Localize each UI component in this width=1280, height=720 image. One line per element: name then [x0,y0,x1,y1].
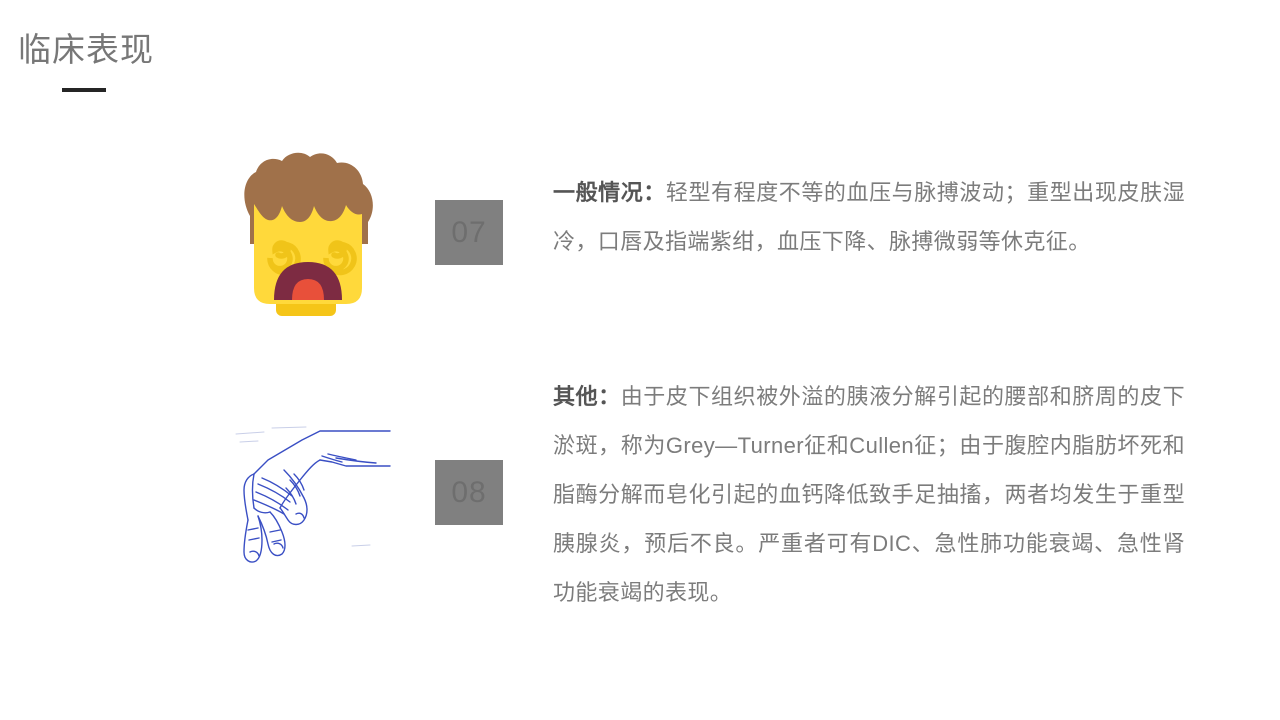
content-row-08: 08 其他：由于皮下组织被外溢的胰液分解引起的腰部和脐周的皮下淤斑，称为Grey… [0,360,1280,680]
item-paragraph-07: 一般情况：轻型有程度不等的血压与脉搏波动；重型出现皮肤湿冷，口唇及指端紫绀，血压… [553,168,1185,266]
item-paragraph-08: 其他：由于皮下组织被外溢的胰液分解引起的腰部和脐周的皮下淤斑，称为Grey—Tu… [553,372,1185,617]
item-number-badge-08: 08 [435,460,503,525]
item-number-label: 07 [451,215,487,249]
item-number-badge-07: 07 [435,200,503,265]
item-lead-label: 一般情况： [553,180,666,205]
page-title: 临床表现 [18,31,154,68]
item-lead-label: 其他： [553,384,621,409]
item-number-label: 08 [451,475,487,509]
obstetric-hand-drawing [224,418,392,568]
emoji-right-spiral-eye [323,240,357,276]
emoji-tongue [292,279,324,300]
item-body-text: 轻型有程度不等的血压与脉搏波动；重型出现皮肤湿冷，口唇及指端紫绀，血压下降、脉搏… [553,180,1185,254]
item-body-text: 由于皮下组织被外溢的胰液分解引起的腰部和脐周的皮下淤斑，称为Grey—Turne… [553,384,1185,605]
title-underline-rule [62,88,106,92]
emoji-left-spiral-eye [267,240,301,276]
dizzy-face-emoji [232,148,384,323]
emoji-hair-fringe [254,200,362,222]
content-row-07: 07 一般情况：轻型有程度不等的血压与脉搏波动；重型出现皮肤湿冷，口唇及指端紫绀… [0,140,1280,340]
